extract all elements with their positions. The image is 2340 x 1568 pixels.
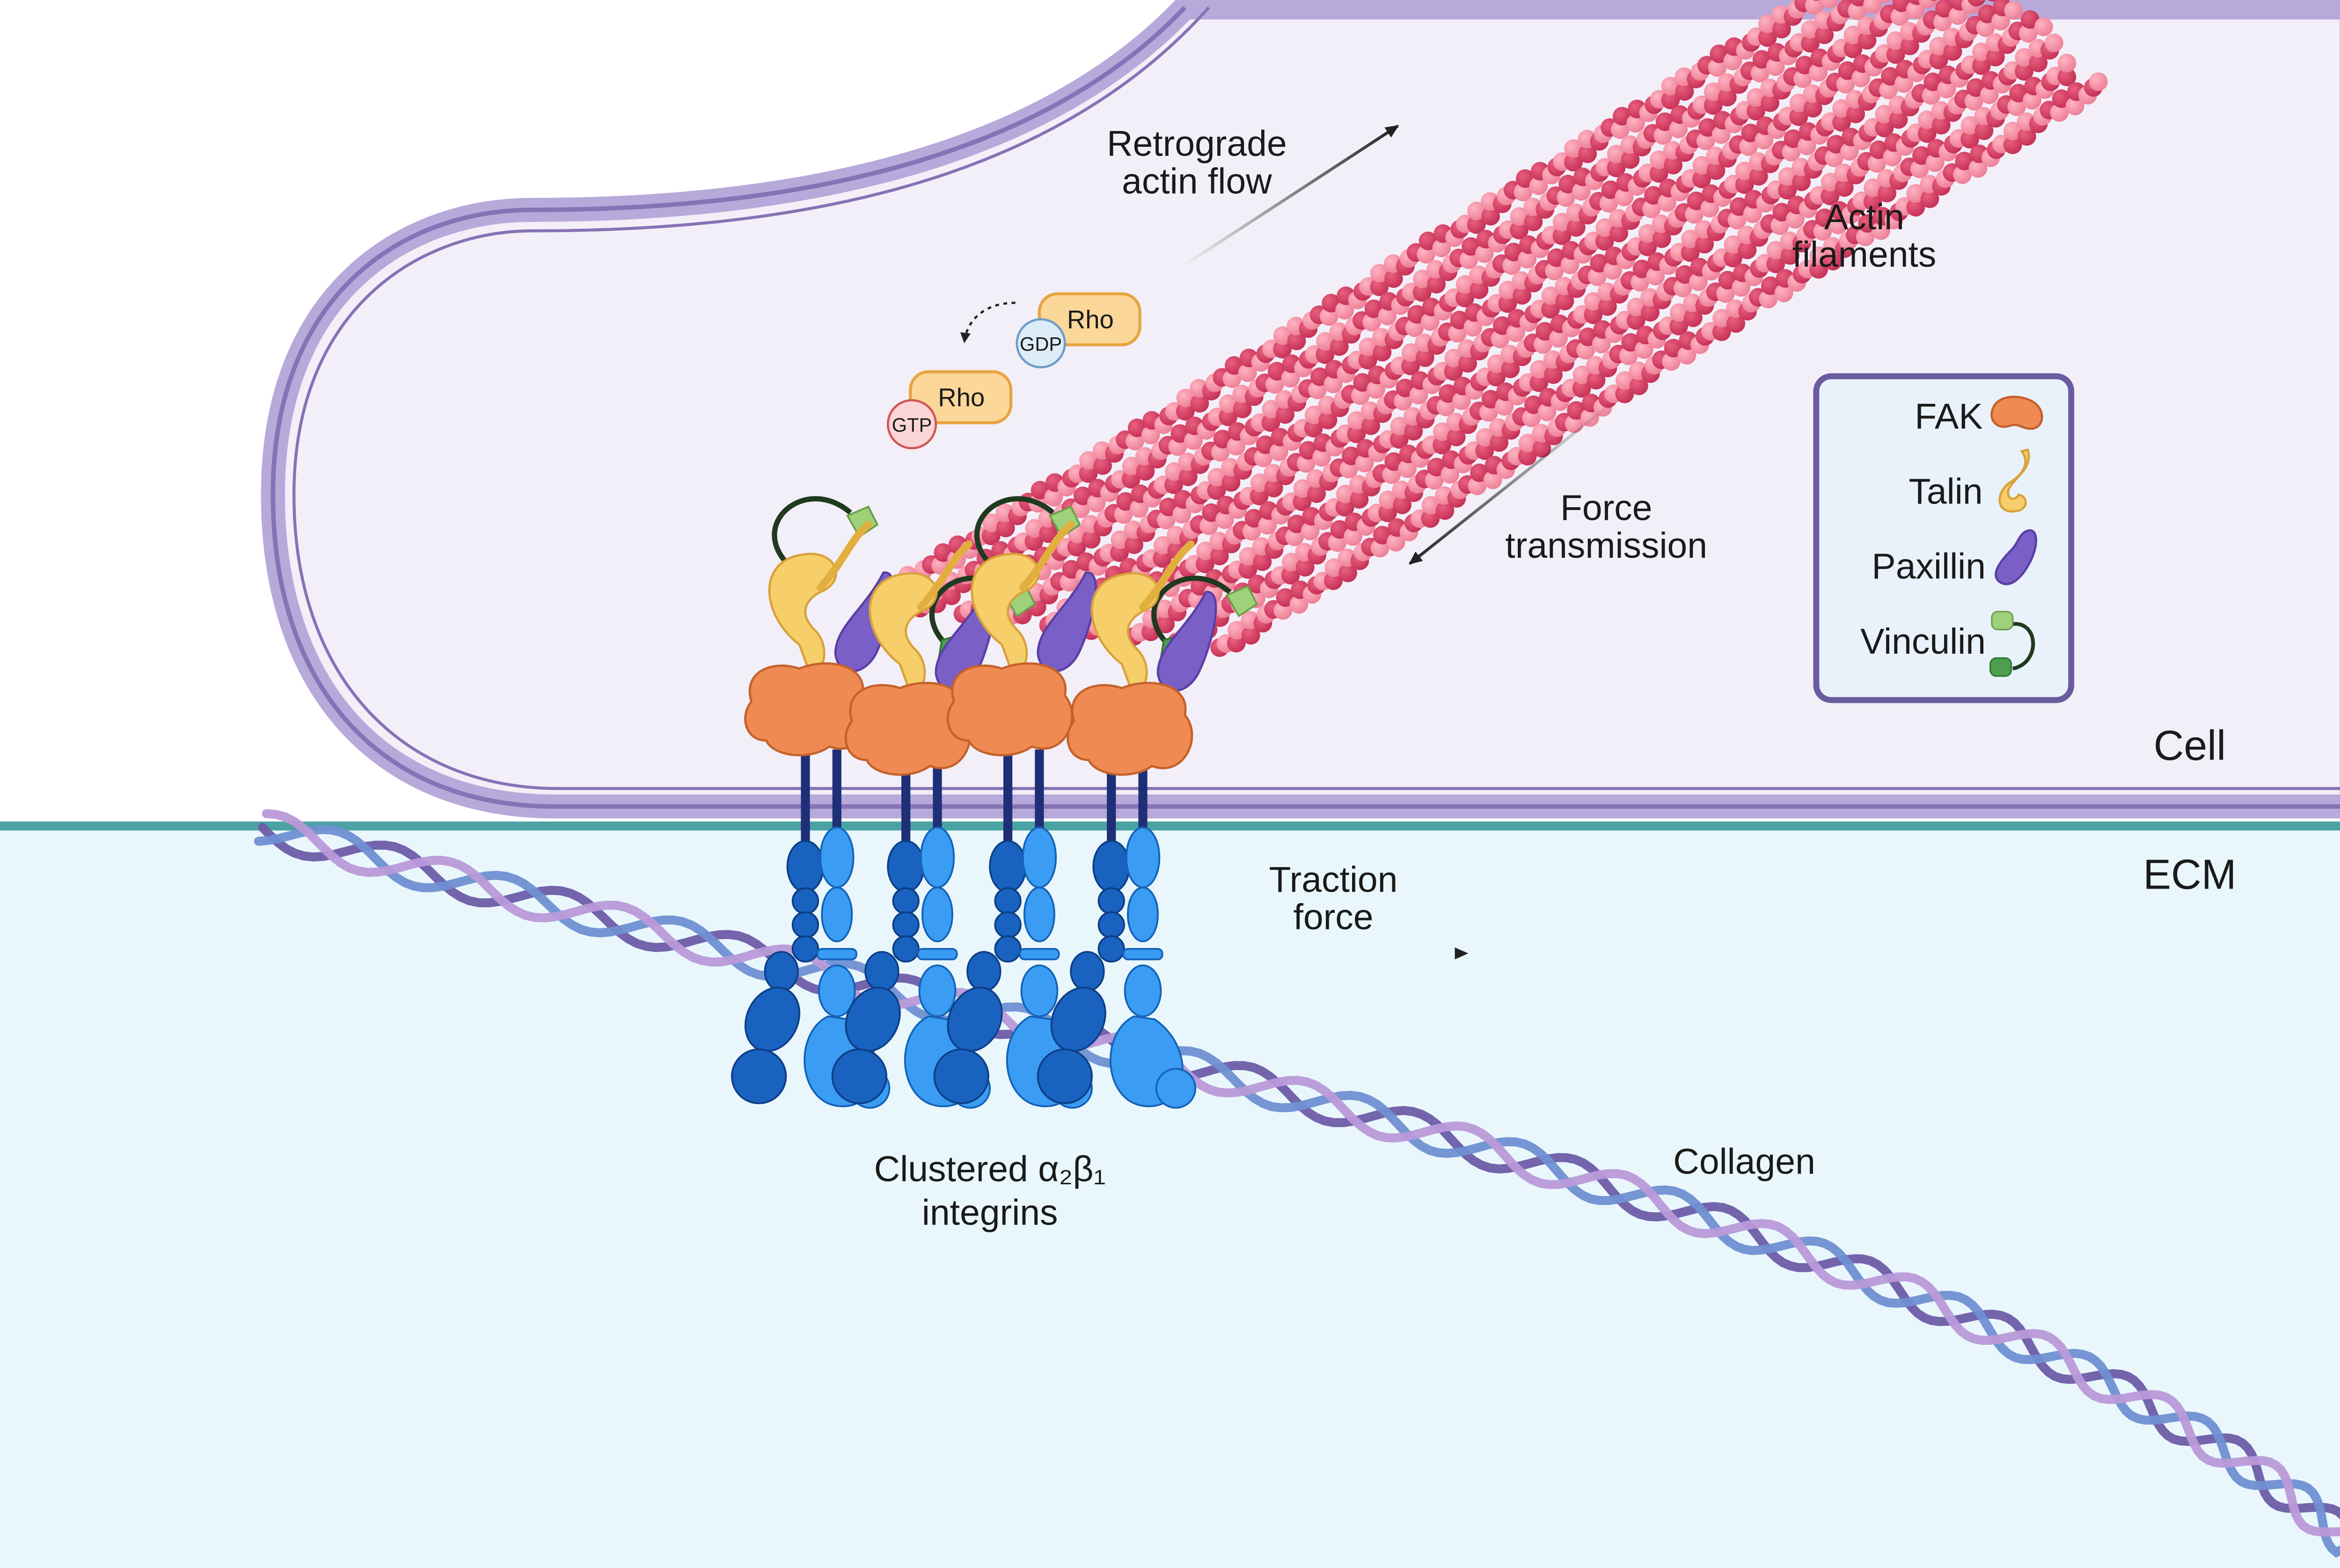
ecm-region-label: ECM <box>2143 852 2236 898</box>
legend-item-vinculin: Vinculin <box>1860 621 1986 662</box>
vinculin-icon <box>1989 611 2035 677</box>
cell-membrane-outline <box>271 6 2340 809</box>
gtp-label: GTP <box>892 414 932 436</box>
legend-item-talin: Talin <box>1909 471 1982 511</box>
paxillin-icon <box>1995 529 2037 585</box>
actin-filament <box>1210 72 2108 657</box>
adhesion-unit <box>744 496 895 757</box>
traction-label-2: force <box>1294 897 1374 937</box>
retrograde-label-1: Retrograde <box>1107 124 1287 164</box>
collagen-label: Collagen <box>1673 1141 1815 1181</box>
collagen-fiber <box>254 809 2340 1558</box>
actin-filament <box>996 0 1998 629</box>
actin-filaments <box>868 0 2108 657</box>
actin-filament <box>1125 33 2063 646</box>
retrograde-arrow <box>1181 124 1399 268</box>
adhesion-unit <box>1067 540 1258 776</box>
rho-gtp-label: Rho <box>938 383 985 412</box>
traction-label-1: Traction <box>1269 860 1398 900</box>
cell-region-label: Cell <box>2154 722 2226 769</box>
collagen-strand <box>254 825 2340 1558</box>
integrin-dimer <box>1037 749 1197 1109</box>
integrins-label-2: integrins <box>922 1192 1058 1233</box>
legend: FAK Talin Paxillin Vinculin <box>1813 373 2075 703</box>
legend-item-paxillin: Paxillin <box>1872 547 1986 587</box>
gdp-label: GDP <box>1020 333 1062 355</box>
adhesion-unit <box>946 496 1097 757</box>
actin-filament <box>911 0 1892 618</box>
cell-membrane-inner <box>292 6 2340 790</box>
actin-label-1: Actin <box>1824 197 1904 237</box>
rho-gtp: Rho GTP <box>886 370 1013 450</box>
ecm-region <box>0 826 2340 1568</box>
force-transmission-arrow <box>1408 401 1615 565</box>
collagen-strand <box>258 823 2340 1520</box>
integrins-label-1: Clustered α₂β₁ <box>874 1149 1106 1189</box>
retrograde-label-2: actin flow <box>1122 161 1272 201</box>
actin-label-2: filaments <box>1792 234 1937 275</box>
integrin-cluster <box>731 749 1197 1109</box>
fak-icon <box>1990 395 2043 430</box>
talin-icon <box>1998 448 2030 513</box>
adhesion-complex <box>744 496 1258 776</box>
collagen-strand <box>262 809 2340 1537</box>
rho-gdp: Rho GDP <box>1016 292 1141 369</box>
rho-gdp-label: Rho <box>1067 306 1114 334</box>
force-label-2: transmission <box>1505 525 1707 566</box>
rho-activation-arrow <box>960 301 1016 343</box>
legend-item-fak: FAK <box>1915 396 1982 437</box>
force-label-1: Force <box>1560 488 1653 528</box>
actin-filament <box>1167 54 2077 651</box>
